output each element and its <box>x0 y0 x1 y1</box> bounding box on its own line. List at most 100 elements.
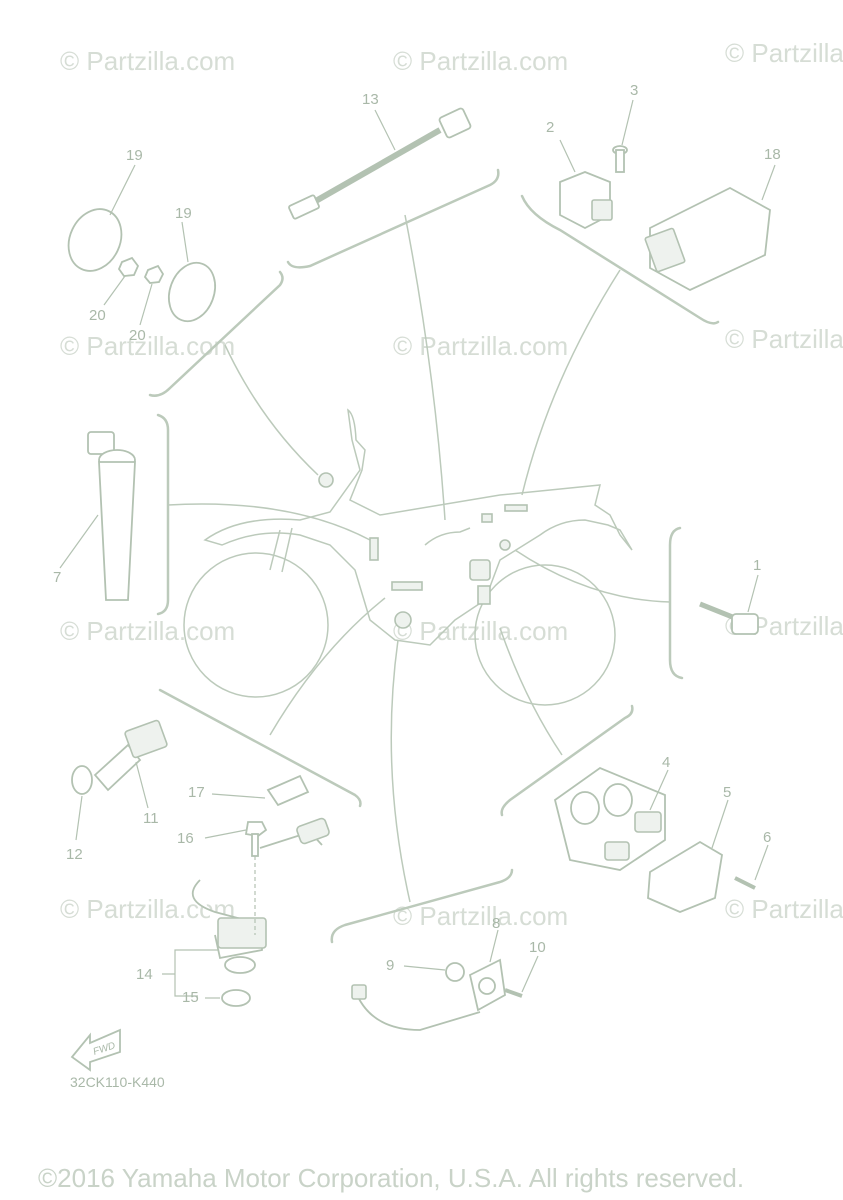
leader-line <box>374 109 396 151</box>
leader-line <box>489 929 499 963</box>
bore <box>603 783 633 817</box>
part-12-oring <box>71 765 93 841</box>
location-marker <box>391 581 423 591</box>
watermark: © Partzilla.com <box>725 38 843 68</box>
callout-numbers: 1 2 3 4 5 6 7 8 9 10 11 12 13 14 15 16 1… <box>53 82 781 1006</box>
bracket-8-10 <box>330 868 514 944</box>
watermark: © Partzilla.com <box>725 894 843 924</box>
leader-line <box>754 844 769 881</box>
bracket-2-3-18 <box>520 194 720 325</box>
part-9-oring <box>403 962 465 982</box>
harness-connector <box>438 107 472 139</box>
location-marker <box>394 611 412 629</box>
reflector <box>67 208 123 272</box>
coil-connector <box>87 431 115 455</box>
rear-wheel <box>474 564 616 706</box>
leader-line <box>521 955 539 993</box>
part-18-ecu <box>644 164 776 292</box>
pointer-8 <box>390 639 411 903</box>
leader-line <box>109 164 136 216</box>
callout-19: 19 <box>175 205 192 222</box>
callout-10: 10 <box>529 939 546 956</box>
o-ring <box>71 765 93 795</box>
bracket-19-20 <box>148 270 284 397</box>
sensor-probe <box>699 601 736 621</box>
leader-line <box>621 99 634 146</box>
leader-line <box>103 275 126 306</box>
pointer-13 <box>404 214 446 521</box>
part-11-sensor <box>93 719 168 809</box>
o-ring <box>221 989 251 1007</box>
part-10-screw <box>504 955 539 998</box>
fwd-arrow-icon <box>70 1028 121 1072</box>
sensor-cable <box>354 989 481 1031</box>
leader-line <box>75 795 83 841</box>
callout-20: 20 <box>129 327 146 344</box>
callout-18: 18 <box>764 146 781 163</box>
leader-line <box>204 829 247 839</box>
diagram-code: 32CK110-K440 <box>70 1074 165 1090</box>
pointer-7 <box>167 503 371 541</box>
watermark: © Partzilla.com <box>60 46 235 76</box>
callout-3: 3 <box>630 82 638 99</box>
part-17-clamp <box>211 774 310 807</box>
sensor-body <box>217 917 267 949</box>
part-7-ignition-coil <box>59 431 136 601</box>
leader-line <box>761 164 776 201</box>
leader-line <box>711 799 729 849</box>
part-6-screw <box>734 844 769 890</box>
sensor-center <box>478 977 496 995</box>
pointer-19 <box>224 344 319 476</box>
callout-11: 11 <box>143 810 159 827</box>
callout-16: 16 <box>177 830 194 847</box>
bracket-7 <box>156 413 170 616</box>
screw-shank <box>615 149 625 173</box>
callout-6: 6 <box>763 829 771 846</box>
part-19-reflector-a <box>67 164 136 272</box>
pointer-18 <box>521 269 621 496</box>
part-19-reflector-b <box>168 221 216 323</box>
part-20-nut-a <box>103 256 140 306</box>
callout-4: 4 <box>662 754 670 771</box>
tps-connector <box>634 811 662 833</box>
callout-5: 5 <box>723 784 731 801</box>
bore <box>570 791 600 825</box>
part-8-sensor <box>351 929 506 1031</box>
reflector <box>168 261 216 323</box>
copyright-notice: ©2016 Yamaha Motor Corporation, U.S.A. A… <box>38 1163 744 1193</box>
callout-12: 12 <box>66 846 83 863</box>
callout-9: 9 <box>386 957 394 974</box>
callout-20: 20 <box>89 307 106 324</box>
bracket-11-17 <box>158 688 362 808</box>
o-ring <box>445 962 465 982</box>
callout-2: 2 <box>546 119 554 136</box>
fwd-arrow: FWD <box>70 1028 121 1072</box>
part-20-nut-b <box>139 264 165 326</box>
sensor-body <box>124 719 168 759</box>
leader-line <box>649 769 669 811</box>
watermark: © Partzilla.com <box>60 331 235 361</box>
part-5-cover <box>647 799 729 913</box>
part-15-oring <box>205 989 251 1007</box>
leader-line <box>211 793 266 799</box>
harness-cable <box>298 127 442 213</box>
part-16-bolt <box>204 821 268 857</box>
nut <box>143 264 165 284</box>
watermark: © Partzilla.com <box>60 616 235 646</box>
bolt-shank <box>251 833 259 857</box>
bracket-13 <box>286 168 500 269</box>
cover <box>647 840 723 913</box>
sensor-connector <box>604 841 630 861</box>
location-marker <box>504 504 528 512</box>
location-marker <box>477 585 491 605</box>
sensor-plug <box>351 984 367 1000</box>
leader-line <box>181 221 189 263</box>
coil-body <box>98 461 136 601</box>
part-13-wire-harness <box>288 107 472 220</box>
sensor-connector <box>591 199 613 221</box>
callout-15: 15 <box>182 989 199 1006</box>
pointer-4 <box>499 627 563 756</box>
location-marker <box>499 539 511 551</box>
leader-line <box>747 574 759 613</box>
